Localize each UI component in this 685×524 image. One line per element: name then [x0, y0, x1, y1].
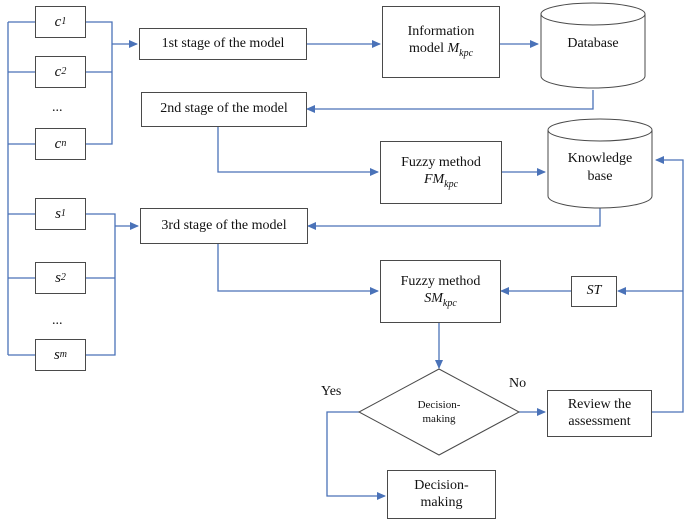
st-box: ST [571, 276, 617, 307]
input-sm-sub: m [59, 349, 68, 360]
fuzzy-method-sm-box: Fuzzy method SMkpc [380, 260, 501, 323]
review-assessment-box: Review the assessment [547, 390, 652, 437]
input-s2-sub: 2 [60, 272, 66, 283]
diamond-line1: Decision- [417, 399, 461, 411]
st-label: ST [586, 283, 602, 299]
decision-making-box: Decision- making [387, 470, 496, 519]
decision-diamond-label: Decision- making [389, 398, 489, 427]
c-bracket [86, 21, 113, 145]
sm-symbol: SM [424, 290, 443, 306]
fm-line1: Fuzzy method [401, 154, 481, 170]
arrow-diamond-to-decision [326, 411, 386, 500]
knowledge-base-cylinder [547, 118, 653, 209]
s-ellipsis: ... [52, 313, 63, 328]
input-sm-symbol: s [53, 347, 60, 363]
arrow-kb-to-stage3 [307, 208, 601, 230]
sm-line2: SMkpc [424, 291, 457, 310]
info-model-word: model [408, 41, 444, 56]
fuzzy-method-fm-box: Fuzzy method FMkpc [380, 141, 502, 204]
arrow-stage2-to-fm [217, 127, 379, 176]
arrow-review-to-kb [652, 156, 684, 413]
c-ellipsis: ... [52, 100, 63, 115]
spine-branches [8, 21, 35, 356]
input-c2-symbol: c [54, 64, 62, 80]
arrow-stage3-to-sm [217, 244, 379, 295]
decision-diamond [357, 368, 521, 456]
input-cn-sub: n [61, 138, 67, 149]
input-c1-symbol: c [54, 14, 62, 30]
decision-box-line1: Decision- [414, 477, 469, 493]
branch-no-label: No [509, 376, 527, 391]
s-bracket [86, 213, 116, 356]
fm-symbol: FM [423, 171, 445, 187]
review-line2: assessment [568, 413, 631, 429]
fm-line2: FMkpc [424, 172, 458, 191]
info-model-symbol: M [447, 41, 460, 56]
knowledge-base-label: Knowledge base [548, 150, 652, 185]
input-s2-symbol: s [55, 270, 61, 286]
database-cylinder [540, 2, 646, 89]
decision-box-line2: making [420, 494, 463, 510]
kb-line2: base [587, 168, 613, 184]
sm-line1: Fuzzy method [400, 273, 481, 289]
input-s1-sub: 1 [60, 208, 66, 219]
input-c1-sub: 1 [61, 16, 67, 27]
info-model-sub: kpc [459, 47, 474, 59]
arrow-database-to-stage2 [306, 90, 594, 113]
fm-sub: kpc [444, 178, 459, 190]
review-line1: Review the [567, 396, 632, 412]
stage-1-box: 1st stage of the model [139, 28, 307, 60]
stage-3-box: 3rd stage of the model [140, 208, 308, 244]
stage-2-box: 2nd stage of the model [141, 92, 307, 127]
information-model-box: Information model Mkpc [382, 6, 500, 78]
diamond-line2: making [422, 413, 456, 426]
info-model-line1: Information [407, 24, 475, 40]
branch-yes-label: Yes [321, 384, 342, 399]
kb-line1: Knowledge [567, 151, 633, 166]
input-s1-symbol: s [55, 206, 61, 222]
input-cn-symbol: c [54, 136, 62, 152]
info-model-line2: model Mkpc [409, 41, 473, 60]
sm-sub: kpc [442, 297, 457, 309]
input-c2-sub: 2 [61, 66, 67, 77]
database-label: Database [567, 36, 619, 51]
